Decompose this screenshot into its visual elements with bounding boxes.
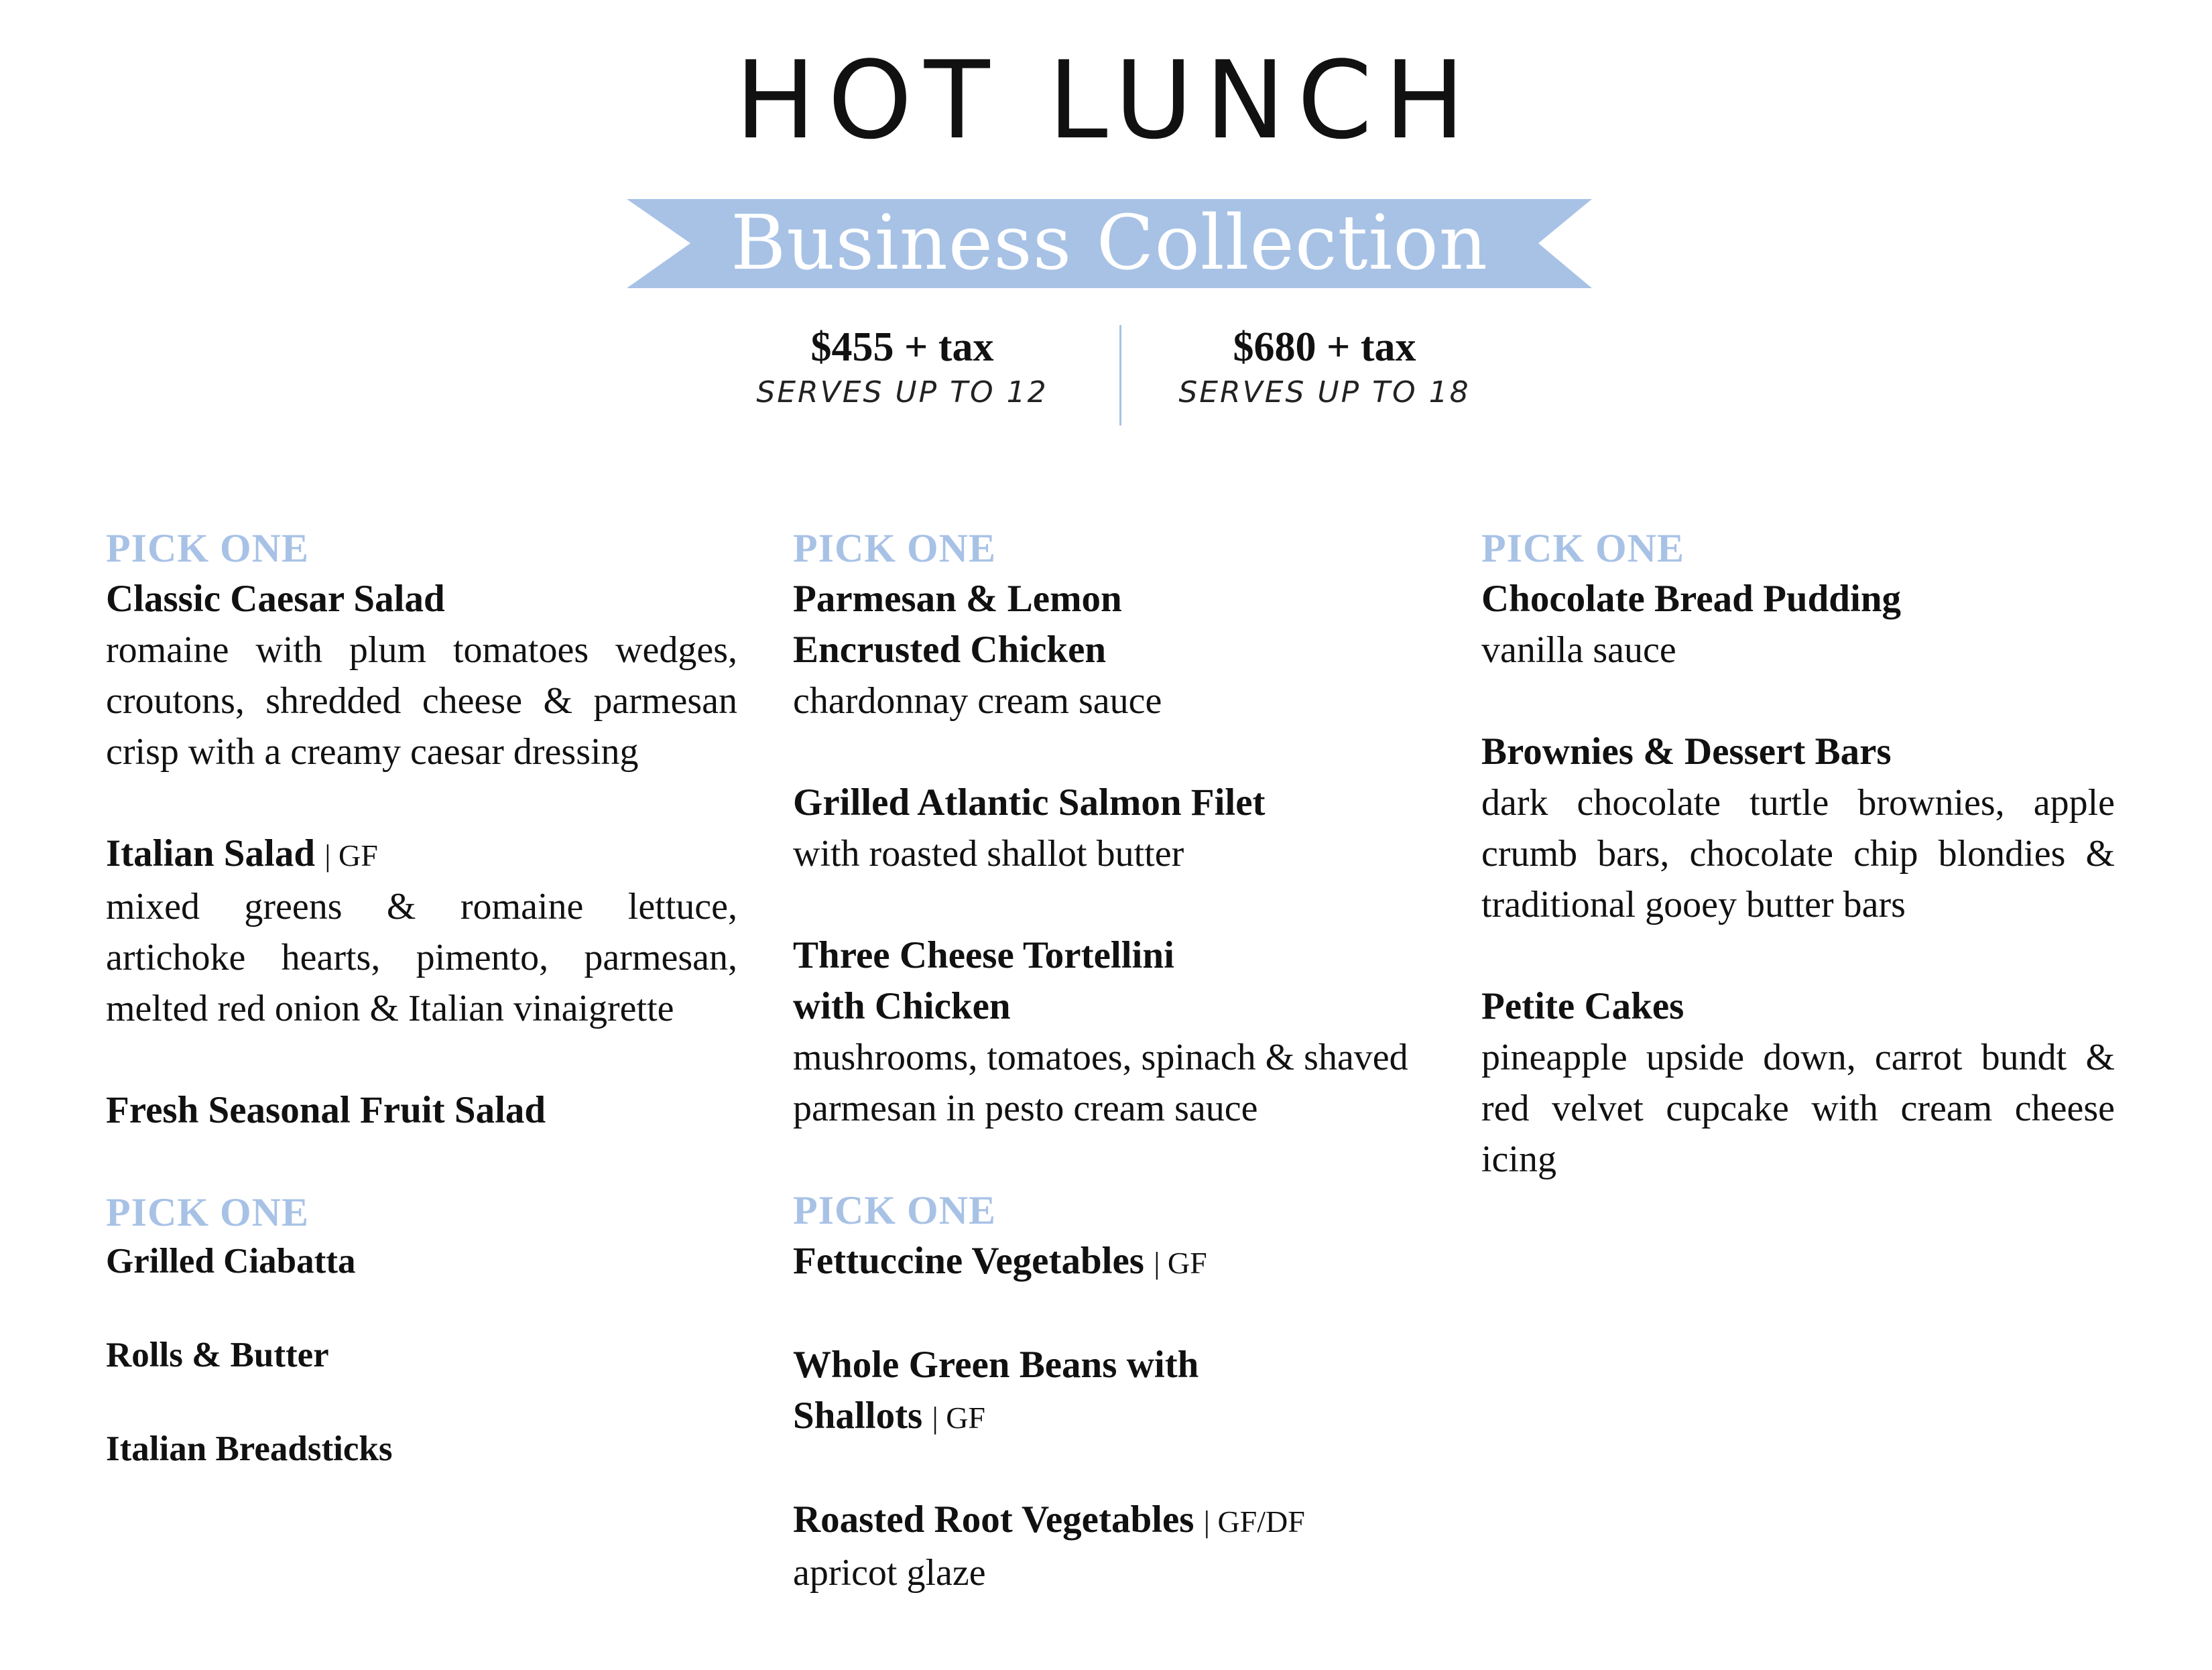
menu-item: Three Cheese Tortellini with Chicken mus… bbox=[793, 930, 1430, 1134]
banner-label: Business Collection bbox=[731, 200, 1488, 287]
dietary-tag: | GF bbox=[324, 838, 378, 873]
menu-item: Brownies & Dessert Bars dark chocolate t… bbox=[1481, 726, 2115, 930]
menu-item: Whole Green Beans with Shallots | GF bbox=[793, 1340, 1430, 1443]
item-description: mixed greens & romaine lettuce, artichok… bbox=[106, 886, 737, 1029]
ribbon-shape bbox=[627, 199, 1592, 288]
item-name: Italian Salad bbox=[106, 832, 316, 875]
column-salads-breads: PICK ONE Classic Caesar Salad romaine wi… bbox=[106, 523, 737, 1519]
item-name: Brownies & Dessert Bars bbox=[1481, 730, 1892, 773]
item-name: Encrusted Chicken bbox=[793, 629, 1107, 671]
section-heading: PICK ONE bbox=[1481, 526, 1685, 570]
item-name: Three Cheese Tortellini bbox=[793, 934, 1174, 976]
item-name-row: Shallots | GF bbox=[793, 1391, 1430, 1443]
item-description: pineapple upside down, carrot bundt & re… bbox=[1481, 1037, 2115, 1180]
price-serves: SERVES UP TO 18 bbox=[1178, 375, 1471, 409]
column-desserts: PICK ONE Chocolate Bread Pudding vanilla… bbox=[1481, 523, 2115, 1236]
dietary-tag: | GF bbox=[932, 1401, 986, 1435]
bread-item: Italian Breadsticks bbox=[106, 1429, 393, 1468]
dietary-tag: | GF bbox=[1154, 1246, 1207, 1280]
item-name-row: Roasted Root Vegetables | GF/DF bbox=[793, 1494, 1430, 1547]
menu-item: Petite Cakes pineapple upside down, carr… bbox=[1481, 981, 2115, 1185]
item-name: Shallots bbox=[793, 1395, 923, 1437]
price-amount: $455 + tax bbox=[810, 324, 994, 370]
item-name: Grilled Atlantic Salmon Filet bbox=[793, 781, 1266, 824]
price-option-small: $455 + tax SERVES UP TO 12 bbox=[688, 322, 1117, 413]
menu-item: Fresh Seasonal Fruit Salad bbox=[106, 1085, 737, 1136]
section-heading: PICK ONE bbox=[106, 1190, 310, 1234]
item-description: apricot glaze bbox=[793, 1552, 986, 1594]
price-serves: SERVES UP TO 12 bbox=[756, 375, 1048, 409]
bread-item: Grilled Ciabatta bbox=[106, 1242, 356, 1281]
item-description: dark chocolate turtle brownies, apple cr… bbox=[1481, 782, 2115, 925]
menu-item: Italian Salad | GF mixed greens & romain… bbox=[106, 828, 737, 1034]
price-option-large: $680 + tax SERVES UP TO 18 bbox=[1110, 322, 1539, 413]
collection-banner: Business Collection bbox=[627, 199, 1592, 288]
dietary-tag: | GF/DF bbox=[1203, 1504, 1305, 1539]
menu-item: Roasted Root Vegetables | GF/DF apricot … bbox=[793, 1494, 1430, 1598]
column-entrees-sides: PICK ONE Parmesan & Lemon Encrusted Chic… bbox=[793, 523, 1430, 1649]
item-description: chardonnay cream sauce bbox=[793, 680, 1162, 722]
item-name: Whole Green Beans with bbox=[793, 1344, 1199, 1386]
item-name: Roasted Root Vegetables bbox=[793, 1498, 1194, 1541]
item-name: Chocolate Bread Pudding bbox=[1481, 578, 1902, 620]
item-name: Classic Caesar Salad bbox=[106, 578, 445, 620]
item-name-row: Fettuccine Vegetables | GF bbox=[793, 1236, 1430, 1289]
bread-item: Rolls & Butter bbox=[106, 1336, 329, 1374]
item-description: with roasted shallot butter bbox=[793, 833, 1184, 875]
item-name: Fettuccine Vegetables bbox=[793, 1240, 1144, 1282]
section-heading: PICK ONE bbox=[793, 1188, 997, 1232]
menu-title: HOT LUNCH bbox=[735, 38, 1477, 163]
item-name: Parmesan & Lemon bbox=[793, 578, 1122, 620]
item-description: vanilla sauce bbox=[1481, 629, 1676, 671]
price-amount: $680 + tax bbox=[1233, 324, 1416, 370]
item-description: romaine with plum tomatoes wedges, crout… bbox=[106, 629, 737, 773]
item-name: Fresh Seasonal Fruit Salad bbox=[106, 1089, 546, 1131]
menu-item: Parmesan & Lemon Encrusted Chicken chard… bbox=[793, 574, 1430, 726]
price-divider bbox=[1119, 325, 1121, 426]
menu-item: Classic Caesar Salad romaine with plum t… bbox=[106, 574, 737, 777]
item-name: Petite Cakes bbox=[1481, 985, 1684, 1027]
item-name-row: Italian Salad | GF bbox=[106, 828, 737, 881]
section-heading: PICK ONE bbox=[793, 526, 997, 570]
menu-item: Chocolate Bread Pudding vanilla sauce bbox=[1481, 574, 2115, 676]
item-description: mushrooms, tomatoes, spinach & shaved pa… bbox=[793, 1037, 1408, 1129]
item-name: with Chicken bbox=[793, 985, 1011, 1027]
menu-item: Fettuccine Vegetables | GF bbox=[793, 1236, 1430, 1289]
menu-item: Grilled Atlantic Salmon Filet with roast… bbox=[793, 777, 1430, 879]
section-heading: PICK ONE bbox=[106, 526, 310, 570]
